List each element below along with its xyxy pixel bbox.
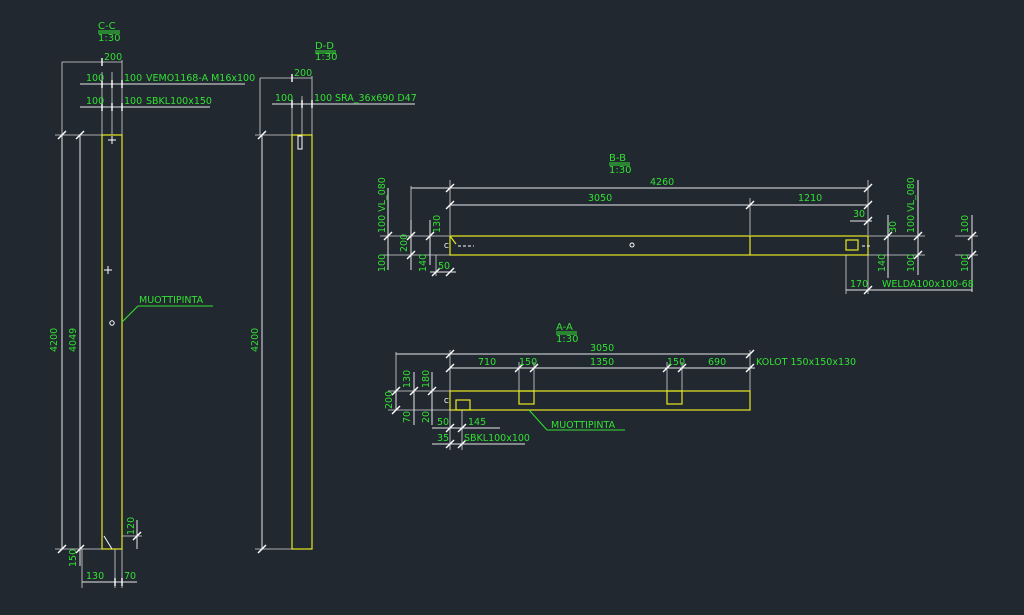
bb-dim-170: 170 (850, 279, 868, 290)
bb-dim-30-top: 30 (853, 209, 865, 220)
cc-label-vemo: VEMO1168-A M16x100 (146, 73, 255, 84)
aa-dim-145: 145 (468, 417, 486, 428)
aa-dim-20: 20 (421, 411, 432, 423)
cc-dim-4049: 4049 (68, 328, 79, 352)
cc-dim-150: 150 (68, 549, 79, 567)
cc-dim-120: 120 (126, 517, 137, 535)
bb-dim-100-left: 100 (377, 254, 388, 272)
svg-text:C: C (444, 397, 449, 405)
aa-label-muottipinta: MUOTTIPINTA (551, 420, 616, 431)
cc-dim-100-left: 100 (86, 73, 104, 84)
dd-dim-100-left: 100 (275, 93, 293, 104)
cc-dim-200: 200 (104, 52, 122, 63)
dd-dim-100-right: 100 (314, 93, 332, 104)
aa-beam-outline (449, 390, 751, 411)
bb-dim-100-far-a: 100 (960, 215, 971, 233)
bb-dim-140-left: 140 (418, 254, 429, 272)
section-aa: A-A 1:30 3050 710 150 1350 150 690 KOLOT… (384, 322, 856, 450)
aa-dim-70: 70 (402, 411, 413, 423)
bb-dim-50-left: 50 (438, 261, 450, 272)
section-dd-title: D-D (315, 41, 334, 52)
aa-dim-150-b: 150 (667, 357, 685, 368)
aa-dim-690: 690 (708, 357, 726, 368)
section-cc-scale: 1:30 (98, 33, 120, 44)
bb-dim-3050: 3050 (588, 193, 612, 204)
bb-dim-1210: 1210 (798, 193, 822, 204)
aa-label-kolot: KOLOT 150x150x130 (756, 357, 856, 368)
dd-dim-200: 200 (294, 68, 312, 79)
section-bb-scale: 1:30 (609, 165, 631, 176)
cc-dim-70: 70 (124, 571, 136, 582)
aa-dim-200: 200 (384, 391, 395, 409)
bb-dim-200-left: 200 (399, 234, 410, 252)
bb-dim-100-vl-left: 100 VL_080 (377, 177, 388, 233)
cc-label-muottipinta: MUOTTIPINTA (139, 295, 204, 306)
aa-dim-710: 710 (478, 357, 496, 368)
bb-dim-100-far-b: 100 (960, 254, 971, 272)
section-cc: C-C 1:30 200 100 100 VEMO1168-A M16x100 … (49, 21, 255, 588)
aa-dim-35: 35 (437, 433, 449, 444)
dd-label-sra: SRA_36x690 D47 (335, 93, 417, 104)
dd-dim-4200: 4200 (250, 328, 261, 352)
bb-label-welda: WELDA100x100-68 (882, 279, 974, 290)
cc-label-sbkl: SBKL100x150 (146, 96, 212, 107)
section-bb-title: B-B (609, 153, 626, 164)
bb-dim-140-right: 140 (877, 254, 888, 272)
cc-dim-100-right-b: 100 (124, 96, 142, 107)
aa-label-sbkl: SBKL100x100 (464, 433, 530, 444)
section-aa-title: A-A (556, 322, 573, 333)
cc-dim-100-right: 100 (124, 73, 142, 84)
aa-dim-180: 180 (421, 370, 432, 388)
svg-text:C: C (444, 242, 449, 250)
section-cc-title: C-C (98, 21, 116, 32)
section-dd: D-D 1:30 200 100 100 SRA_36x690 D47 4200 (250, 41, 417, 554)
cc-dim-4200: 4200 (49, 328, 60, 352)
bb-dim-100-right: 100 (906, 254, 917, 272)
bb-dim-4260: 4260 (650, 177, 674, 188)
aa-dim-50: 50 (437, 417, 449, 428)
dd-beam-outline (291, 134, 313, 550)
section-aa-scale: 1:30 (556, 334, 578, 345)
aa-dim-1350: 1350 (590, 357, 614, 368)
aa-dim-150-a: 150 (519, 357, 537, 368)
aa-dim-130: 130 (402, 370, 413, 388)
bb-dim-30-right: 30 (888, 221, 899, 233)
section-dd-scale: 1:30 (315, 52, 337, 63)
aa-dim-3050: 3050 (590, 343, 614, 354)
section-bb: B-B 1:30 4260 3050 1210 30 C (377, 153, 978, 295)
bb-dim-130-left: 130 (432, 215, 443, 233)
bb-dim-100-vl-right: 100 VL_080 (906, 177, 917, 233)
cc-dim-100-left-b: 100 (86, 96, 104, 107)
cc-dim-130: 130 (86, 571, 104, 582)
